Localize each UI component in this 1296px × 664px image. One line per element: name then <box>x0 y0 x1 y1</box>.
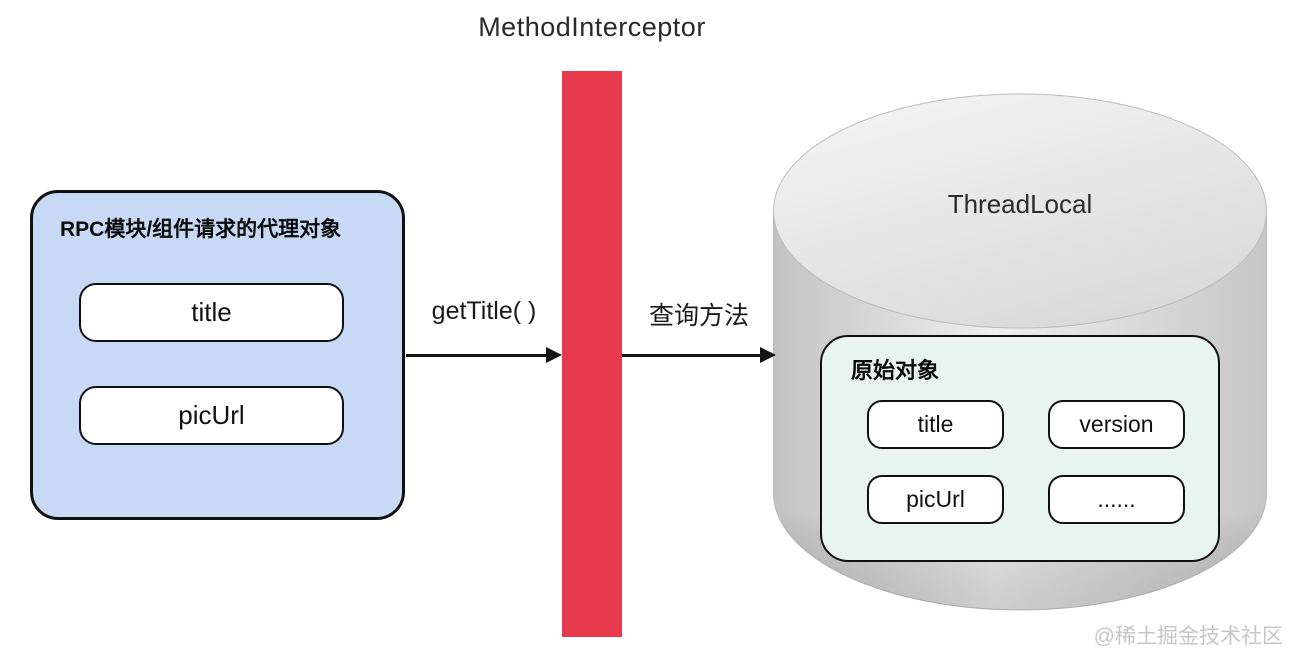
query-method-arrow-head-icon <box>760 347 776 363</box>
gettitle-arrow-head-icon <box>546 347 562 363</box>
origin-field-title: title <box>867 400 1004 449</box>
proxy-object-box: RPC模块/组件请求的代理对象 title picUrl <box>30 190 405 520</box>
gettitle-arrow-line <box>406 354 548 357</box>
method-interceptor-bar <box>562 71 622 637</box>
proxy-box-label: RPC模块/组件请求的代理对象 <box>60 218 342 241</box>
query-method-arrow-line <box>622 354 762 357</box>
cylinder-top-lid <box>773 93 1267 329</box>
page-title: MethodInterceptor <box>478 12 706 42</box>
origin-field-ellipsis: ...... <box>1048 475 1185 524</box>
gettitle-arrow-label: getTitle( ) <box>431 297 537 325</box>
origin-field-version: version <box>1048 400 1185 449</box>
proxy-field-title: title <box>79 283 344 342</box>
origin-field-picurl: picUrl <box>867 475 1004 524</box>
watermark: @稀土掘金技术社区 <box>1093 625 1283 648</box>
query-method-arrow-label: 查询方法 <box>648 302 749 330</box>
origin-object-box: 原始对象 title version picUrl ...... <box>820 335 1220 562</box>
proxy-field-picurl: picUrl <box>79 386 344 445</box>
origin-box-label: 原始对象 <box>851 358 940 383</box>
cylinder-label: ThreadLocal <box>947 189 1093 219</box>
